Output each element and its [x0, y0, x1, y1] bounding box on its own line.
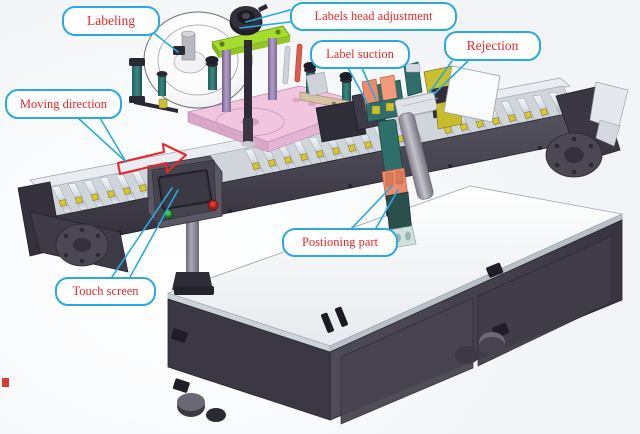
caster-wheel	[177, 332, 505, 422]
callout-labels-head-adjustment[interactable]: Labels head adjustment	[290, 2, 457, 31]
drive-pulley-left	[17, 181, 129, 273]
red-edge-mark	[2, 378, 9, 387]
stop-button[interactable]	[207, 199, 219, 211]
rejection-module	[403, 61, 501, 130]
callout-positioning-part[interactable]: Postioning part	[282, 228, 398, 257]
direction-arrow	[116, 142, 188, 176]
label-suction-block	[361, 74, 401, 123]
cabinet-base	[167, 219, 623, 425]
labeling-head-bracket	[211, 4, 303, 147]
door-handle[interactable]	[320, 306, 348, 333]
callout-moving-direction[interactable]: Moving direction	[5, 89, 122, 119]
cabinet-door-right[interactable]	[477, 235, 613, 367]
pneumatic-cylinder	[377, 91, 439, 219]
work-table-top	[166, 185, 624, 353]
drive-pulley-right	[545, 81, 629, 178]
corner-bracket	[170, 262, 510, 393]
callout-labeling[interactable]: Labeling	[62, 6, 160, 36]
reel-support	[129, 58, 178, 113]
leader-lines	[77, 9, 469, 278]
callout-label-suction[interactable]: Label suction	[310, 40, 410, 69]
callout-rejection[interactable]: Rejection	[444, 31, 541, 61]
label-reel-hub	[173, 30, 207, 74]
callout-touch-screen[interactable]: Touch screen	[55, 277, 156, 306]
hmi-touch-screen[interactable]	[147, 155, 223, 229]
guide-posts	[222, 38, 277, 147]
cabinet-door-left[interactable]	[340, 297, 474, 425]
